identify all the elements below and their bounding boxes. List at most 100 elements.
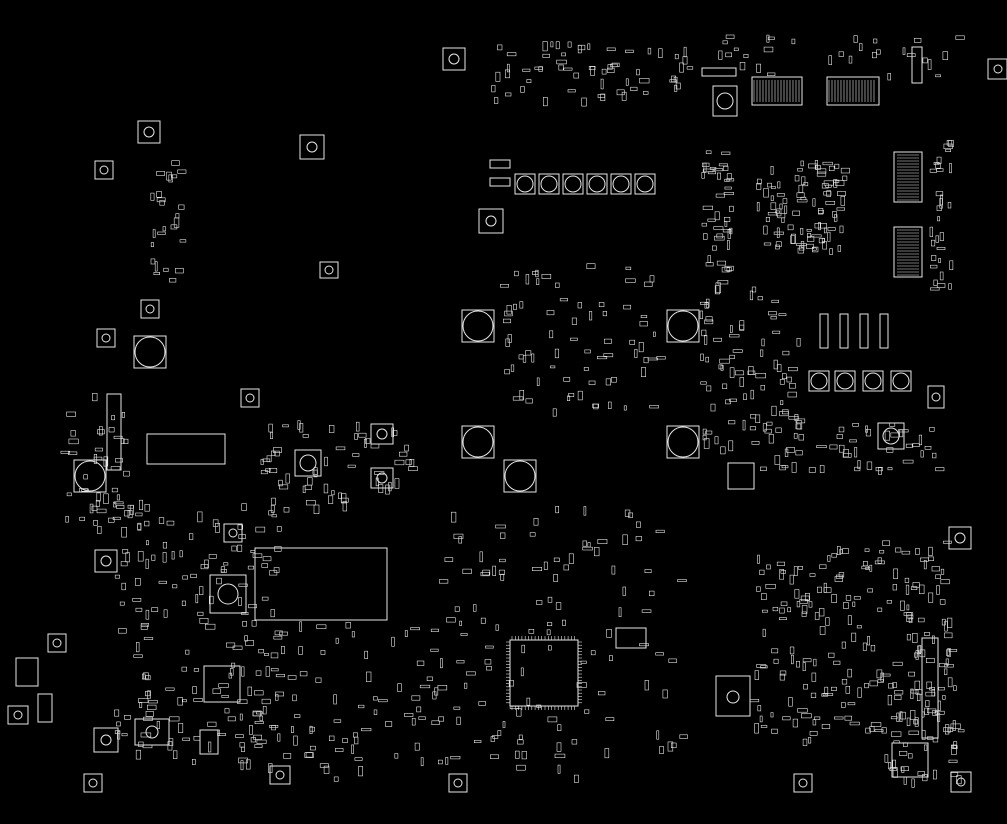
smd-component [842,548,849,554]
smd-component [946,140,953,146]
smd-component [823,180,834,186]
smd-component [204,559,209,568]
smd-component [814,612,820,620]
smd-component [526,697,531,706]
smd-component [896,712,900,722]
smd-component [294,714,301,718]
mounting-hole-icon [47,633,67,653]
smd-component [905,584,910,595]
smd-component [792,210,801,216]
smd-component [573,774,579,783]
smd-component [514,270,519,277]
smd-component [231,662,236,668]
smd-component [502,721,506,728]
smd-component [892,767,898,778]
smd-component [480,617,486,624]
smd-component [274,450,280,457]
smd-component [482,569,491,576]
smd-component [342,501,348,512]
smd-component [788,416,799,420]
smd-component [751,286,757,293]
smd-component [261,698,271,705]
smd-component [802,658,812,663]
smd-component [546,622,553,627]
smd-component [829,248,833,255]
smd-component [856,625,862,629]
smd-component [825,617,830,626]
smd-component [285,473,290,484]
smd-component [641,609,652,613]
smd-component [506,63,510,73]
smd-component [602,310,607,317]
smd-component [516,764,526,771]
smd-component [577,45,582,54]
smd-component [556,59,567,65]
smd-component [647,357,658,361]
smd-component [532,566,543,571]
smd-component [493,97,499,104]
smd-component [133,654,143,658]
smd-component [374,471,385,475]
smd-component [836,434,843,439]
smd-component [707,255,711,264]
smd-component [485,645,494,649]
smd-component [791,462,797,473]
smd-component [497,44,503,51]
smd-component [274,630,283,636]
smd-component [244,635,248,642]
smd-component [936,585,940,595]
smd-component [924,445,932,450]
smd-component [275,691,284,697]
smd-component [739,320,745,331]
smd-component [630,86,638,91]
smd-component [639,643,649,647]
smd-component [812,719,817,726]
smd-component [819,223,827,229]
smd-component [901,550,911,555]
smd-component [625,266,632,271]
smd-component [114,730,121,734]
smd-component [890,432,900,438]
smd-component [882,540,890,546]
smd-component [156,721,160,729]
smd-component [703,438,710,449]
smd-component [97,429,105,435]
smd-component [502,318,511,324]
smd-component [94,447,103,452]
smd-component [699,310,703,319]
smd-component [754,670,759,681]
smd-component [925,657,935,663]
smd-component [944,632,953,639]
smd-component [370,443,380,449]
smd-component [154,261,158,272]
smd-component [93,519,98,526]
smd-component [411,718,416,726]
smd-component [307,477,313,486]
smd-component [114,574,120,579]
smd-component [902,742,908,747]
smd-component [175,213,180,219]
smd-component [870,722,882,727]
smd-component [957,729,965,733]
smd-component [112,516,121,520]
smd-component [120,561,128,567]
smd-component [241,612,249,616]
smd-component [907,614,914,620]
mounting-hole-icon [240,388,260,408]
smd-component [887,467,893,471]
smd-component [765,583,776,589]
smd-component [242,621,247,627]
smd-component [618,607,622,618]
smd-component [255,670,262,676]
smd-component [171,551,175,560]
smd-component [304,752,314,758]
smd-component [536,278,540,286]
smd-component [139,702,143,708]
smd-component [150,258,156,265]
smd-component [876,49,881,55]
smd-component [782,198,788,204]
smd-component [757,705,762,712]
mounting-hole-icon [7,705,29,725]
smd-component [920,450,924,458]
smd-component [178,723,184,733]
